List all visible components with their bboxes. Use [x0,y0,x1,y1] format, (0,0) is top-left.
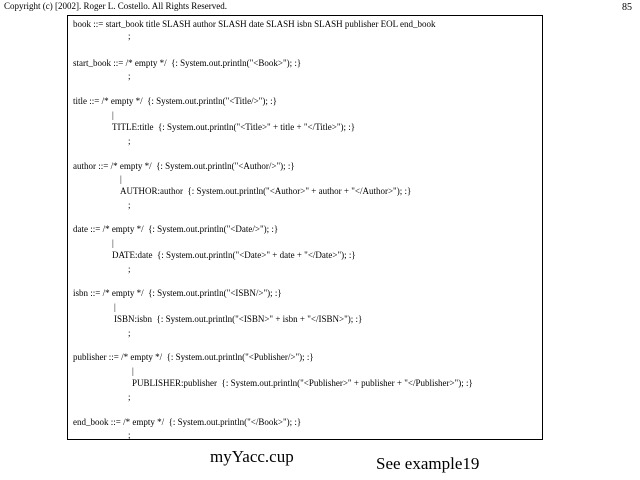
code-line-title-end: ; [128,136,131,146]
code-line-publisher-bar: | [132,366,134,376]
code-line-start-book: start_book ::= /* empty */ {: System.out… [73,58,302,68]
filename-caption: myYacc.cup [210,447,294,466]
code-line-publisher-value: PUBLISHER:publisher {: System.out.printl… [132,378,473,388]
code-listing-box: book ::= start_book title SLASH author S… [67,15,543,440]
code-line-author-end: ; [128,200,131,210]
code-line-date-end: ; [128,264,131,274]
code-line-title-empty: title ::= /* empty */ {: System.out.prin… [73,96,277,106]
code-line-isbn-bar: | [114,302,116,312]
code-line-title-value: TITLE:title {: System.out.println("<Titl… [112,122,356,132]
code-line-end-book-end: ; [128,430,131,440]
code-line-isbn-value: ISBN:isbn {: System.out.println("<ISBN>"… [114,314,363,324]
code-line-start-book-end: ; [128,71,131,81]
code-line-date-value: DATE:date {: System.out.println("<Date>"… [112,250,356,260]
code-line-author-bar: | [120,174,122,184]
copyright-notice: Copyright (c) [2002]. Roger L. Costello.… [4,1,227,11]
code-line-isbn-end: ; [128,328,131,338]
code-line-book-end: ; [128,31,131,41]
code-line-author-value: AUTHOR:author {: System.out.println("<Au… [120,186,412,196]
code-line-isbn-empty: isbn ::= /* empty */ {: System.out.print… [73,288,282,298]
code-line-publisher-end: ; [128,392,131,402]
code-line-publisher-empty: publisher ::= /* empty */ {: System.out.… [73,352,314,362]
page-number: 85 [622,2,632,13]
code-line-book: book ::= start_book title SLASH author S… [73,19,436,29]
code-line-title-bar: | [112,110,114,120]
see-example-caption: See example19 [376,454,480,473]
code-line-date-empty: date ::= /* empty */ {: System.out.print… [73,224,279,234]
code-line-author-empty: author ::= /* empty */ {: System.out.pri… [73,161,295,171]
code-line-end-book: end_book ::= /* empty */ {: System.out.p… [73,417,302,427]
code-line-date-bar: | [112,238,114,248]
